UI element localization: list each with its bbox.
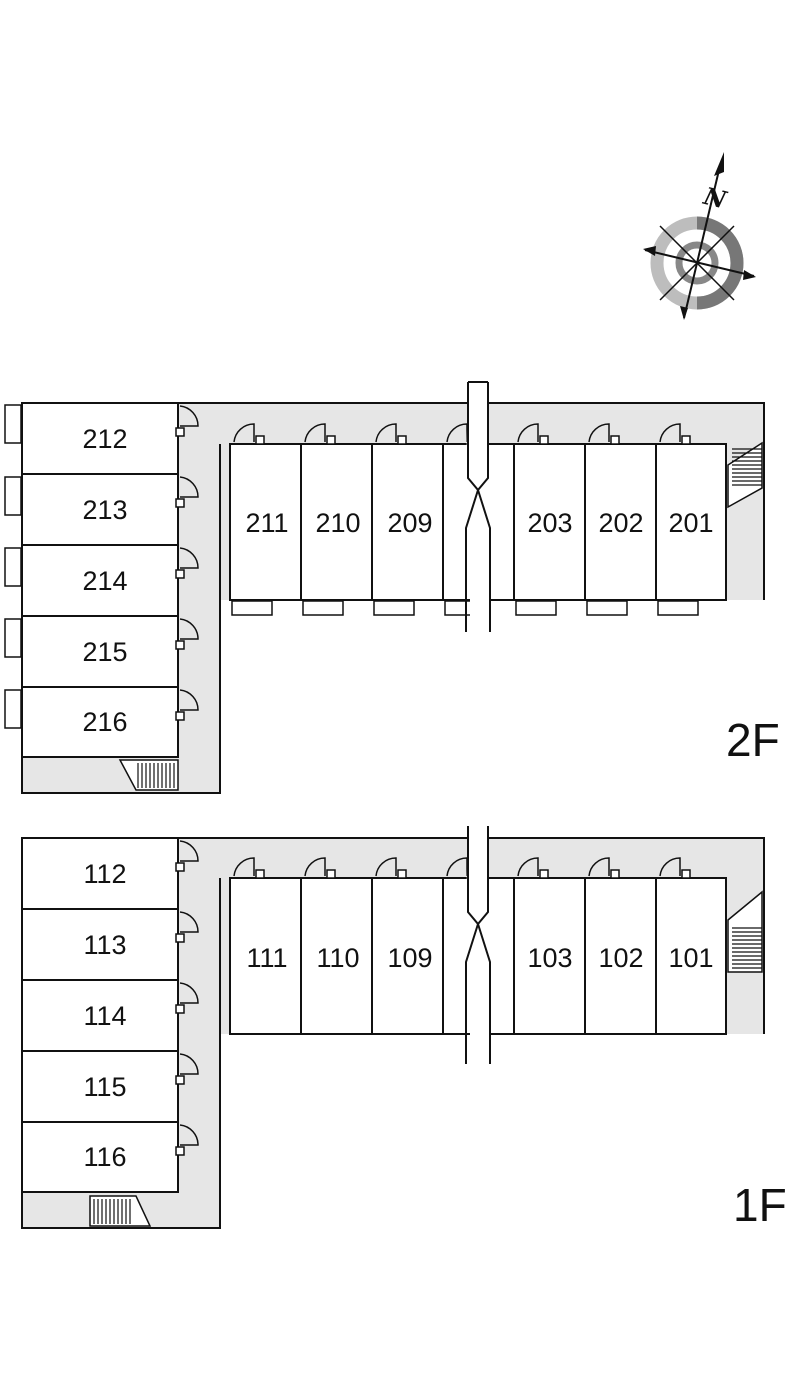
- corridor-1f: [22, 838, 764, 1228]
- room-label: 209: [387, 508, 432, 538]
- room-101: [655, 877, 727, 1035]
- room-202: [584, 443, 657, 601]
- room-label: 115: [83, 1072, 126, 1102]
- room-label: 203: [527, 508, 572, 538]
- stairs-icon: [89, 1195, 152, 1227]
- room-label: 210: [315, 508, 360, 538]
- room-203: [513, 443, 586, 601]
- left-room-block-1f: [21, 837, 179, 1193]
- room-209: [371, 443, 444, 601]
- north-label: N: [700, 181, 730, 215]
- room-110: [300, 877, 373, 1035]
- room-212: [21, 402, 179, 475]
- room-label: 201: [668, 508, 713, 538]
- room-label: 214: [82, 566, 127, 596]
- room-label: 211: [245, 508, 288, 538]
- door-icons-left-1f: [175, 840, 199, 1156]
- left-room-block-2f: [21, 402, 179, 758]
- stairs-icon: [727, 441, 763, 509]
- room-116: [21, 1121, 179, 1193]
- door-icons-top-2f: [233, 423, 691, 445]
- break-symbol: [465, 826, 491, 1064]
- room-216: [21, 686, 179, 758]
- room-112: [21, 837, 179, 910]
- floor-label: 2F: [726, 714, 780, 766]
- room-115: [21, 1050, 179, 1123]
- room-103: [513, 877, 586, 1035]
- room-113: [21, 908, 179, 981]
- door-icons-top-1f: [233, 857, 691, 879]
- floor-2f: 212 213 214 215 216 211 210 209 203 202 …: [4, 381, 780, 794]
- room-215: [21, 615, 179, 688]
- room-label: 102: [598, 943, 643, 973]
- door-icons-left-2f: [175, 405, 199, 721]
- room-labels-1f: 112 113 114 115 116 111 110 109 103 102 …: [83, 859, 713, 1172]
- room-label: 212: [82, 424, 127, 454]
- room-label: 202: [598, 508, 643, 538]
- corridor-2f: [22, 403, 764, 793]
- room-label: 113: [83, 930, 126, 960]
- room-111: [229, 877, 302, 1035]
- room-label: 114: [83, 1001, 126, 1031]
- room-label: 103: [527, 943, 572, 973]
- room-labels-2f: 212 213 214 215 216 211 210 209 203 202 …: [82, 424, 713, 737]
- room-210: [300, 443, 373, 601]
- floor-1f: 112 113 114 115 116 111 110 109 103 102 …: [21, 826, 787, 1231]
- room-label: 213: [82, 495, 127, 525]
- stairs-icon: [118, 759, 179, 791]
- room-label: 101: [668, 943, 713, 973]
- room-213: [21, 473, 179, 546]
- break-symbol: [465, 381, 491, 632]
- room-label: 110: [316, 943, 359, 973]
- stairs-icon: [727, 890, 763, 973]
- room-102: [584, 877, 657, 1035]
- room-label: 112: [83, 859, 126, 889]
- room-label: 216: [82, 707, 127, 737]
- compass-rose-icon: N: [643, 152, 756, 320]
- room-label: 215: [82, 637, 127, 667]
- room-109: [371, 877, 444, 1035]
- room-label: 116: [83, 1142, 126, 1172]
- room-201: [655, 443, 727, 601]
- floor-label: 1F: [733, 1179, 787, 1231]
- room-label: 109: [387, 943, 432, 973]
- room-label: 111: [246, 943, 287, 973]
